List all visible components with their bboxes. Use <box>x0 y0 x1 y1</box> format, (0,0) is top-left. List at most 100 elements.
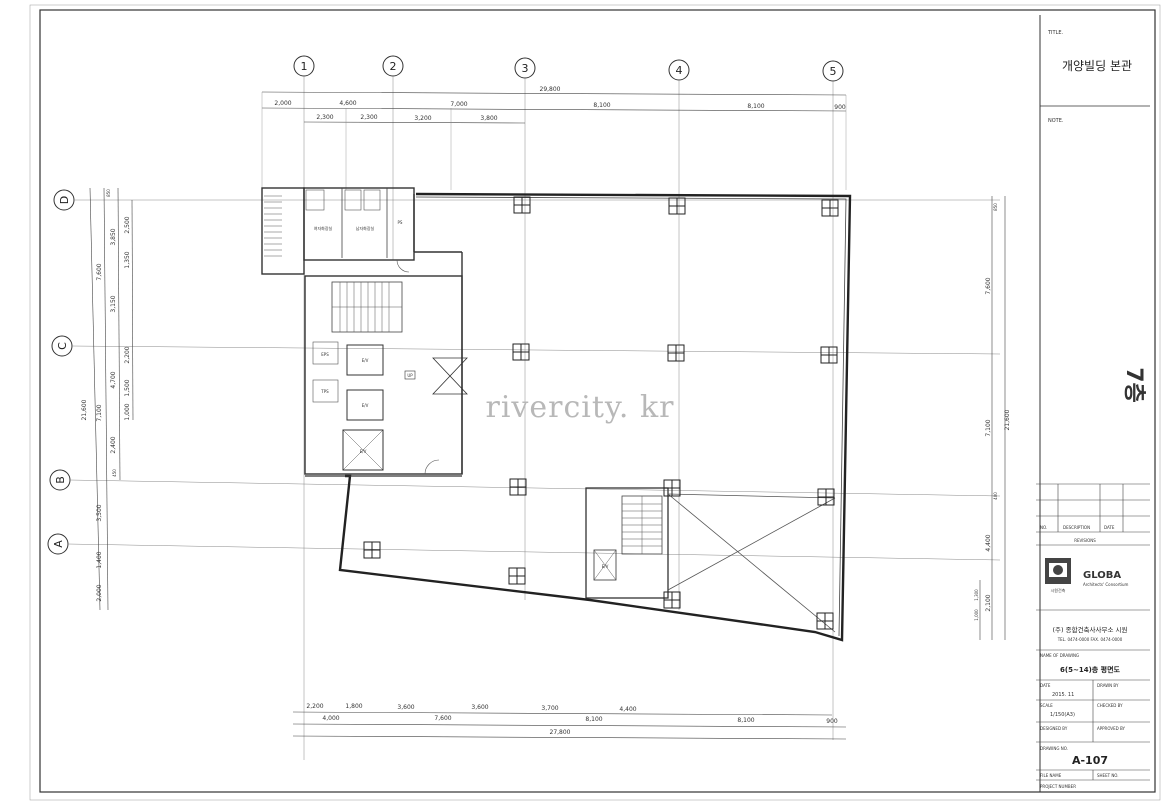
dim-left-col2: 3,150 <box>110 295 117 312</box>
project-no-label: PROJECT NUMBER <box>1040 784 1076 789</box>
grid-row-c: C <box>51 335 1001 357</box>
dim-left-col1: 7,100 <box>96 404 103 421</box>
grid-row-label: C <box>56 342 69 350</box>
firm-contact: TEL. 0474-0000 FAX. 0474-0000 <box>1057 637 1123 642</box>
grid-column-label: 3 <box>522 62 529 75</box>
scale-label: SCALE <box>1040 703 1053 708</box>
grid-column-2: 2 <box>382 55 404 260</box>
dim-bottom-row1: 2,200 <box>306 703 323 710</box>
room-label-ev2: E/V <box>362 403 369 408</box>
grid-column-label: 5 <box>830 65 837 78</box>
grid-row-label: A <box>52 540 65 548</box>
dim-top-row1: 900 <box>834 104 846 111</box>
column <box>816 612 834 630</box>
dim-left-col2: 2,400 <box>110 436 117 453</box>
elevator-shaft-2 <box>346 389 384 421</box>
grid-rows: D C B A <box>47 189 1001 561</box>
left-dimensions: 21,600 7,600 7,100 3,500 1,400 2,000 3,8… <box>81 187 134 611</box>
dim-top-row1: 2,000 <box>274 100 291 107</box>
dim-left-col1: 2,000 <box>96 584 103 601</box>
dim-bottom-row1: 3,700 <box>541 705 558 712</box>
dim-bottom-row2: 900 <box>826 718 838 725</box>
dim-left-col3: 1,000 <box>124 403 131 420</box>
dim-left-col3: 1,350 <box>124 251 131 268</box>
grid-column-3: 3 <box>514 57 536 600</box>
dim-top-row2: 2,300 <box>316 114 333 121</box>
dim-right-col1: 7,100 <box>985 419 992 436</box>
bottom-dimensions: 2,200 1,800 3,600 3,600 3,700 4,400 4,00… <box>292 703 847 740</box>
column <box>817 488 835 506</box>
firm-name: GLOBA <box>1083 570 1121 581</box>
grid-row-label: B <box>54 476 67 484</box>
dim-bottom-row2: 8,100 <box>737 717 754 724</box>
column <box>509 478 527 496</box>
column <box>820 346 838 364</box>
stair-tower <box>261 187 305 275</box>
title-label: TITLE. <box>1047 30 1064 36</box>
dim-left-col3: 2,500 <box>124 216 131 233</box>
column <box>508 567 526 585</box>
sheet-inner-border <box>29 4 1161 801</box>
title-block: TITLE. 개양빌딩 본관 NOTE. 7층 NO. DESCRIPTION … <box>1036 15 1150 792</box>
dim-left-col2: 4,700 <box>110 371 117 388</box>
room-label-ev1: E/V <box>362 358 369 363</box>
stair-mark: UP <box>407 373 413 378</box>
firm-full-name: (주) 종합건축사사무소 시원 <box>1053 625 1128 634</box>
right-dimensions: 21,600 7,600 7,100 4,400 2,100 850 400 1… <box>974 196 1011 640</box>
note-label: NOTE. <box>1048 118 1064 124</box>
date-label: DATE <box>1040 683 1051 688</box>
dim-left-small: 450 <box>112 469 117 477</box>
firm-logo-text: 시원건축 <box>1051 587 1066 593</box>
dim-left-small: 850 <box>106 189 111 197</box>
firm-subtitle: Architects' Consortium <box>1083 582 1129 587</box>
scale-value: 1/150(A3) <box>1050 712 1075 718</box>
column <box>663 479 681 497</box>
secondary-core <box>585 487 669 599</box>
date-value: 2015. 11 <box>1052 692 1074 698</box>
column <box>667 344 685 362</box>
void-diagonal <box>667 493 836 633</box>
dim-bottom-row2: 7,600 <box>434 715 451 722</box>
grid-columns: 1 2 3 4 5 <box>293 55 844 760</box>
drawn-by-label: DRAWN BY <box>1097 683 1119 688</box>
dim-left-col1: 7,600 <box>96 263 103 280</box>
structural-columns <box>363 196 839 630</box>
room-label-eps: EPS <box>321 352 329 357</box>
dim-right-col1: 7,600 <box>985 277 992 294</box>
dim-right-col2: 400 <box>993 492 998 500</box>
room-label-restroom-male: 남자화장실 <box>356 225 375 231</box>
revision-caption: REVISIONS <box>1074 538 1096 543</box>
dim-left-col3: 1,500 <box>124 379 131 396</box>
elevator-shaft-1 <box>346 344 384 376</box>
drawing-no-label: DRAWING NO. <box>1040 746 1068 751</box>
dim-bottom-overall: 27,800 <box>550 729 571 736</box>
drawing-name-value: 6(5~14)층 평면도 <box>1060 665 1121 674</box>
core-stair <box>331 281 403 333</box>
dim-top-overall: 29,800 <box>540 86 561 93</box>
grid-row-a: A <box>47 533 1001 561</box>
dim-top-row1: 8,100 <box>593 102 610 109</box>
dim-top-row1: 8,100 <box>747 103 764 110</box>
dim-bottom-row2: 8,100 <box>585 716 602 723</box>
dim-top-row2: 2,300 <box>360 114 377 121</box>
dim-bottom-row2: 4,000 <box>322 715 339 722</box>
drawing-name-label: NAME OF DRAWING <box>1040 653 1079 658</box>
grid-column-label: 1 <box>301 60 308 73</box>
room-label-restroom-female: 여자화장실 <box>314 225 333 231</box>
dim-right-col2: 1,000 <box>974 609 979 621</box>
dim-bottom-row1: 3,600 <box>397 704 414 711</box>
column <box>513 196 531 214</box>
void-diagonal <box>667 497 836 591</box>
stair-steps <box>264 195 282 257</box>
grid-row-d: D <box>53 189 1000 211</box>
revision-header-description: DESCRIPTION <box>1063 525 1090 530</box>
room-label-ps: PS <box>398 220 403 225</box>
elevator-shaft-3 <box>342 429 384 471</box>
dim-right-overall: 21,600 <box>1004 409 1011 430</box>
approved-by-label: APPROVED BY <box>1097 726 1126 731</box>
dim-right-col1: 2,100 <box>985 594 992 611</box>
dim-left-col1: 3,500 <box>96 504 103 521</box>
sheet-no-label: SHEET NO. <box>1097 773 1119 778</box>
revision-header-no: NO. <box>1040 525 1047 530</box>
column <box>821 199 839 217</box>
